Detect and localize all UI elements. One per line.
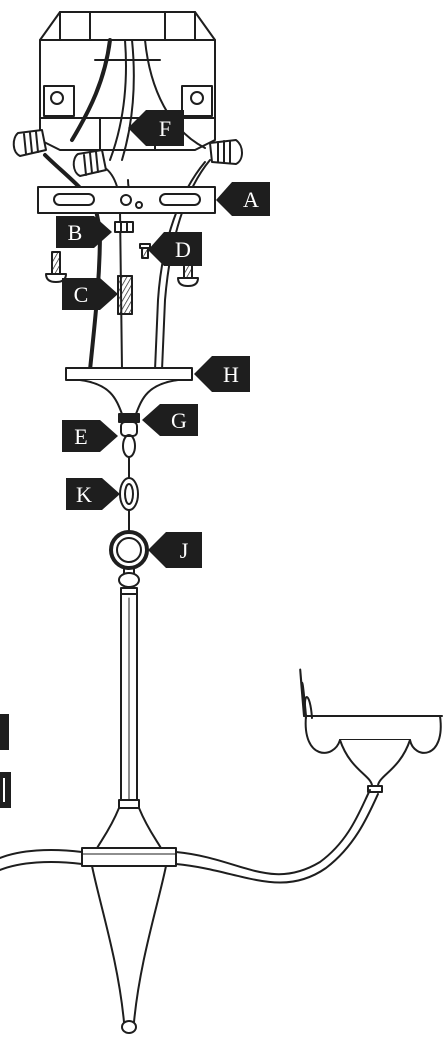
- fixture-loop: [109, 530, 149, 595]
- callout-E: E: [62, 420, 118, 452]
- callout-D: D: [148, 232, 202, 266]
- arm-left: [0, 849, 83, 871]
- svg-text:K: K: [76, 482, 92, 507]
- svg-text:A: A: [243, 187, 259, 212]
- callout-F: F: [128, 110, 184, 146]
- svg-text:C: C: [74, 282, 89, 307]
- callout-J: J: [148, 532, 202, 568]
- mounting-crossbar: [37, 186, 216, 214]
- glass-bowl: [301, 682, 307, 717]
- svg-text:J: J: [180, 538, 189, 563]
- hex-nut: [114, 221, 134, 233]
- wire-nut-right: [209, 139, 243, 165]
- callout-H: H: [194, 356, 250, 392]
- callout-A: A: [216, 182, 270, 216]
- canopy-loop-nut: [118, 413, 140, 458]
- fixture-body: [81, 807, 177, 1034]
- svg-text:D: D: [175, 237, 191, 262]
- svg-text:F: F: [159, 116, 171, 141]
- callout-K: K: [66, 478, 120, 510]
- junction-box: [39, 11, 216, 151]
- svg-text:G: G: [171, 408, 187, 433]
- supply-wires: [70, 38, 206, 161]
- callout-G: G: [142, 404, 198, 436]
- ground-screw: [139, 243, 151, 259]
- svg-text:B: B: [68, 220, 83, 245]
- svg-text:E: E: [74, 424, 87, 449]
- callout-B: B: [56, 216, 112, 248]
- glass-shade: [299, 668, 443, 787]
- down-rod: [118, 593, 140, 809]
- mounting-screw-left: [45, 251, 67, 283]
- callout-partial-left-2: [0, 772, 11, 808]
- wire-nut-center: [72, 149, 107, 177]
- svg-text:H: H: [223, 362, 239, 387]
- callout-C: C: [62, 278, 118, 310]
- mounting-screw-right: [177, 261, 199, 287]
- chain: [119, 456, 139, 533]
- callout-partial-left-1: [0, 714, 9, 750]
- arm-right: [175, 785, 383, 884]
- threaded-nipple: [117, 275, 133, 315]
- wire-nut-left: [12, 129, 47, 157]
